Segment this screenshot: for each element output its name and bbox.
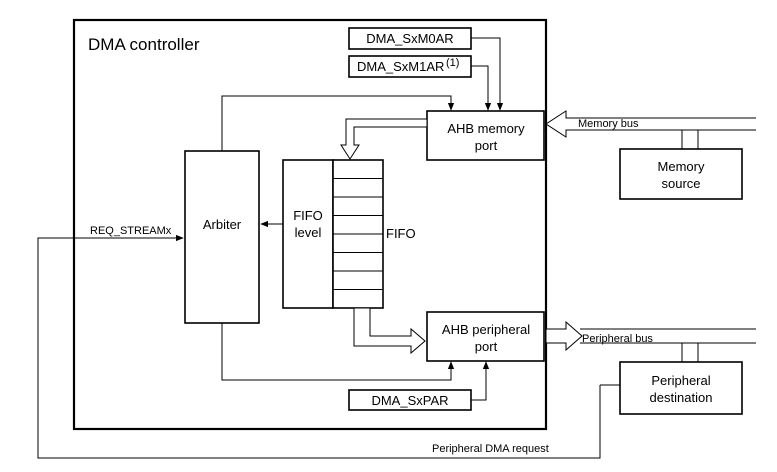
arbiter-label: Arbiter xyxy=(203,217,242,232)
fifo-level-label-1: FIFO xyxy=(293,208,323,223)
memory-port-to-fifo-arrow xyxy=(340,118,428,160)
peripheral-dma-request-line xyxy=(37,234,601,459)
par-to-peripheral-port-line xyxy=(471,361,490,401)
fifo-label: FIFO xyxy=(386,226,416,241)
ahb-memory-port-label-1: AHB memory xyxy=(447,121,525,136)
peripheral-destination-box xyxy=(619,361,743,415)
dma-controller-frame xyxy=(72,18,548,431)
ahb-peripheral-port-box xyxy=(426,311,545,362)
dma-controller-title: DMA controller xyxy=(88,35,200,54)
fifo-level-box xyxy=(282,159,334,309)
register-par-label: DMA_SxPAR xyxy=(371,393,448,408)
register-m1ar-footnote: (1) xyxy=(446,57,459,69)
memory-source-label-2: source xyxy=(661,176,700,191)
memory-source-box xyxy=(619,148,743,200)
arbiter-box xyxy=(184,150,260,324)
req-stream-label: REQ_STREAMx xyxy=(90,225,172,237)
ahb-peripheral-port-label-2: port xyxy=(475,339,498,354)
memory-bus-label: Memory bus xyxy=(578,118,639,130)
peripheral-destination-label-2: destination xyxy=(650,390,713,405)
memory-source-label-1: Memory xyxy=(658,159,705,174)
fifo-to-peripheral-port-arrow xyxy=(353,307,426,355)
m1ar-to-memory-port-line xyxy=(471,65,492,111)
peripheral-dma-request-label: Peripheral DMA request xyxy=(432,443,549,455)
peripheral-bus-label: Peripheral bus xyxy=(582,333,653,345)
peripheral-destination-label-1: Peripheral xyxy=(651,373,710,388)
memory-bus-arrow xyxy=(545,110,756,138)
arbiter-to-peripheral-port-line xyxy=(221,323,455,381)
ahb-peripheral-port-label-1: AHB peripheral xyxy=(442,322,530,337)
ahb-memory-port-box xyxy=(426,110,545,161)
fifo-level-label-2: level xyxy=(295,225,322,240)
m0ar-to-memory-port-line xyxy=(471,37,504,111)
peripheral-bus-arrow-head xyxy=(545,320,583,352)
ahb-memory-port-label-2: port xyxy=(475,138,498,153)
arbiter-to-memory-port-line xyxy=(221,95,455,151)
register-m0ar-label: DMA_SxM0AR xyxy=(366,31,453,46)
register-m1ar-label: DMA_SxM1AR xyxy=(357,59,444,74)
